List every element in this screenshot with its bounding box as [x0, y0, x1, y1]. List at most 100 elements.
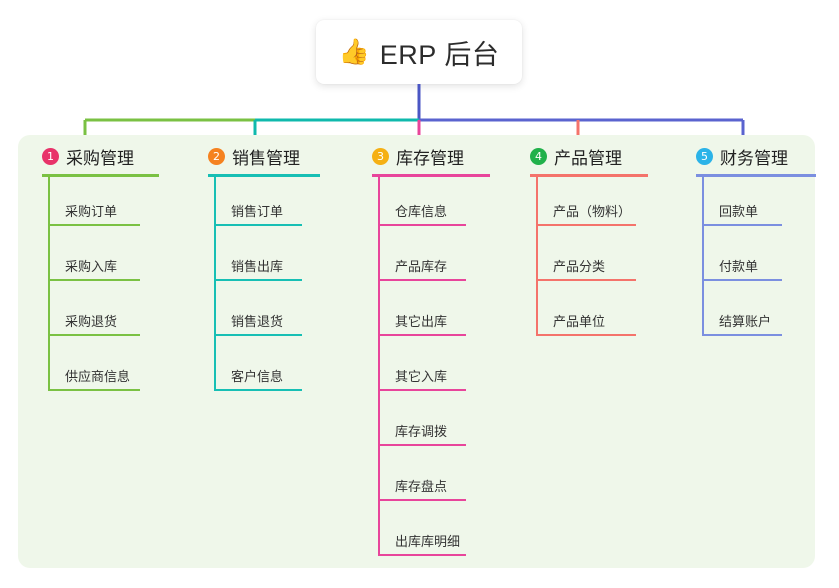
- column-2: 2 销售管理销售订单销售出库销售退货客户信息: [196, 135, 336, 397]
- leaf-item-underline: [378, 224, 466, 226]
- leaf-item[interactable]: 回款单: [684, 177, 804, 232]
- leaf-item[interactable]: 仓库信息: [360, 177, 495, 232]
- column-underline: [696, 174, 816, 177]
- column-title: 产品管理: [554, 148, 622, 168]
- column-header-1[interactable]: 1 采购管理: [30, 135, 180, 177]
- leaf-item-underline: [702, 334, 782, 336]
- leaf-item-label: 付款单: [719, 259, 759, 274]
- column-4: 4 产品管理产品（物料） 产品分类产品单位: [518, 135, 658, 342]
- leaf-item-underline: [48, 224, 140, 226]
- column-items: 采购订单采购入库采购退货供应商信息: [30, 177, 180, 397]
- leaf-item-label: 采购订单: [65, 204, 118, 219]
- column-3: 3 库存管理仓库信息产品库存其它出库其它入库库存调拨库存盘点出库库明细: [360, 135, 495, 562]
- leaf-item-label: 销售出库: [231, 259, 284, 274]
- column-1: 1 采购管理采购订单采购入库采购退货供应商信息: [30, 135, 180, 397]
- leaf-item[interactable]: 客户信息: [196, 342, 336, 397]
- column-number-badge: 2: [208, 147, 225, 165]
- leaf-item[interactable]: 产品库存: [360, 232, 495, 287]
- leaf-item-underline: [378, 554, 466, 556]
- leaf-item[interactable]: 销售订单: [196, 177, 336, 232]
- leaf-item-label: 采购退货: [65, 314, 118, 329]
- column-header-5[interactable]: 5 财务管理: [684, 135, 816, 177]
- leaf-item[interactable]: 产品（物料）: [518, 177, 658, 232]
- leaf-item-underline: [48, 334, 140, 336]
- leaf-item-underline: [214, 389, 302, 391]
- leaf-item[interactable]: 采购退货: [30, 287, 180, 342]
- leaf-item-label: 库存调拨: [395, 424, 448, 439]
- column-underline: [208, 174, 320, 177]
- leaf-item-label: 产品单位: [553, 314, 606, 329]
- leaf-item-underline: [214, 224, 302, 226]
- leaf-item-underline: [378, 389, 466, 391]
- leaf-item-underline: [48, 389, 140, 391]
- leaf-item[interactable]: 产品分类: [518, 232, 658, 287]
- column-title: 财务管理: [720, 148, 788, 168]
- column-5: 5 财务管理回款单付款单结算账户: [684, 135, 816, 342]
- leaf-item-label: 其它出库: [395, 314, 448, 329]
- column-number-badge: 3: [372, 147, 389, 165]
- leaf-item-label: 结算账户: [719, 314, 772, 329]
- column-items: 仓库信息产品库存其它出库其它入库库存调拨库存盘点出库库明细: [360, 177, 495, 562]
- column-title: 销售管理: [232, 148, 300, 168]
- leaf-item[interactable]: 供应商信息: [30, 342, 180, 397]
- column-trunk-line: [378, 177, 380, 556]
- leaf-item-label: 销售订单: [231, 204, 284, 219]
- leaf-item[interactable]: 采购订单: [30, 177, 180, 232]
- thumbs-up-icon: 👍: [338, 37, 370, 66]
- leaf-item[interactable]: 库存调拨: [360, 397, 495, 452]
- column-header-3[interactable]: 3 库存管理: [360, 135, 495, 177]
- column-trunk-line: [214, 177, 216, 391]
- leaf-item-label: 产品（物料）: [553, 204, 632, 219]
- leaf-item-underline: [214, 334, 302, 336]
- leaf-item-underline: [378, 444, 466, 446]
- leaf-item-label: 产品分类: [553, 259, 606, 274]
- leaf-item-label: 出库库明细: [395, 534, 461, 549]
- leaf-item-underline: [48, 279, 140, 281]
- leaf-item[interactable]: 产品单位: [518, 287, 658, 342]
- leaf-item-underline: [536, 334, 636, 336]
- leaf-item[interactable]: 采购入库: [30, 232, 180, 287]
- column-number-badge: 1: [42, 147, 59, 165]
- leaf-item[interactable]: 结算账户: [684, 287, 804, 342]
- leaf-item[interactable]: 库存盘点: [360, 452, 495, 507]
- column-items: 销售订单销售出库销售退货客户信息: [196, 177, 336, 397]
- root-node-title: ERP 后台: [379, 39, 500, 70]
- mindmap-panel: 1 采购管理采购订单采购入库采购退货供应商信息 2 销售管理销售订单销售出库销售退货客…: [18, 135, 816, 568]
- leaf-item-underline: [214, 279, 302, 281]
- leaf-item-underline: [536, 279, 636, 281]
- leaf-item[interactable]: 其它入库: [360, 342, 495, 397]
- column-title: 库存管理: [396, 148, 464, 168]
- leaf-item-underline: [378, 279, 466, 281]
- column-number-badge: 5: [696, 147, 713, 165]
- column-title: 采购管理: [66, 148, 134, 168]
- leaf-item-label: 销售退货: [231, 314, 284, 329]
- column-underline: [530, 174, 648, 177]
- leaf-item-underline: [378, 334, 466, 336]
- column-header-2[interactable]: 2 销售管理: [196, 135, 336, 177]
- column-trunk-line: [48, 177, 50, 391]
- leaf-item[interactable]: 出库库明细: [360, 507, 495, 562]
- column-number-badge: 4: [530, 147, 547, 165]
- leaf-item-underline: [702, 279, 782, 281]
- leaf-item-label: 供应商信息: [65, 369, 131, 384]
- leaf-item-label: 库存盘点: [395, 479, 448, 494]
- leaf-item-label: 采购入库: [65, 259, 118, 274]
- column-header-4[interactable]: 4 产品管理: [518, 135, 658, 177]
- column-items: 产品（物料） 产品分类产品单位: [518, 177, 658, 342]
- leaf-item-label: 产品库存: [395, 259, 448, 274]
- leaf-item-label: 回款单: [719, 204, 759, 219]
- column-underline: [42, 174, 159, 177]
- leaf-item[interactable]: 其它出库: [360, 287, 495, 342]
- leaf-item-label: 仓库信息: [395, 204, 448, 219]
- column-trunk-line: [702, 177, 704, 336]
- leaf-item-label: 客户信息: [231, 369, 284, 384]
- column-trunk-line: [536, 177, 538, 336]
- root-node-card[interactable]: 👍 ERP 后台: [316, 20, 522, 84]
- leaf-item-label: 其它入库: [395, 369, 448, 384]
- leaf-item-underline: [702, 224, 782, 226]
- column-items: 回款单付款单结算账户: [684, 177, 804, 342]
- leaf-item[interactable]: 销售退货: [196, 287, 336, 342]
- leaf-item[interactable]: 销售出库: [196, 232, 336, 287]
- leaf-item-underline: [536, 224, 636, 226]
- leaf-item[interactable]: 付款单: [684, 232, 804, 287]
